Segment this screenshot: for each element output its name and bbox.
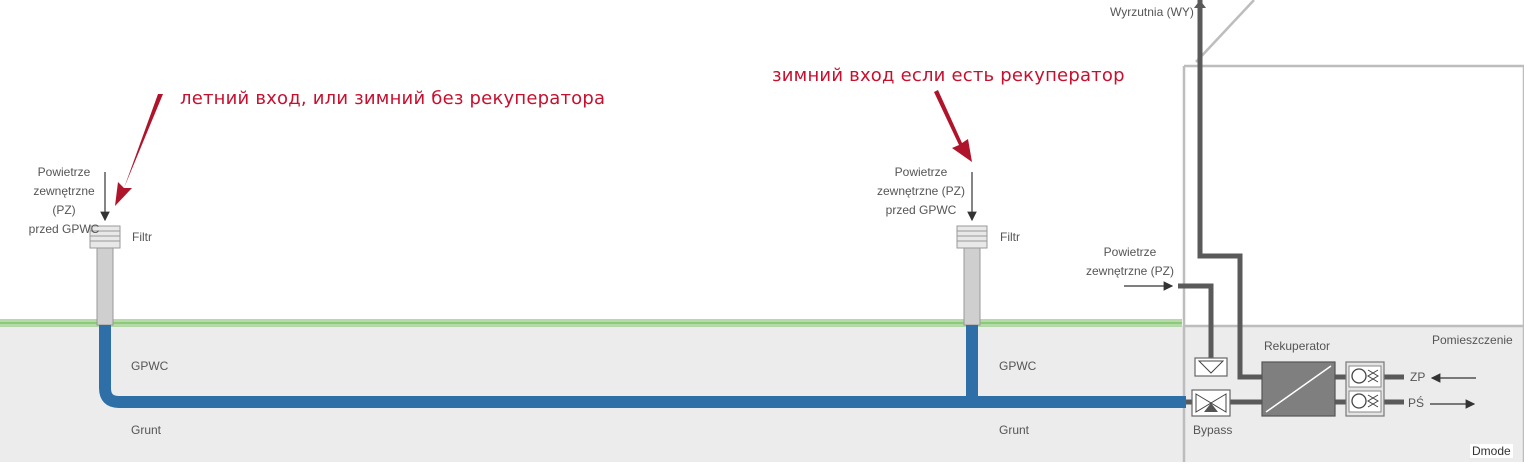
- right-gpwc-label: GPWC: [999, 359, 1037, 373]
- left-filter-label: Filtr: [132, 230, 152, 244]
- bypass-label: Bypass: [1193, 423, 1233, 437]
- exhaust-arrow: [1194, 0, 1206, 8]
- ventilation-ducts: [1178, 0, 1404, 405]
- winter-inlet-annotation: зимний вход если есть рекуператор: [772, 65, 1125, 86]
- bypass-box: [1191, 389, 1231, 417]
- exhaust-label: Wyrzutnia (WY): [1110, 5, 1194, 19]
- right-filter-label: Filtr: [1000, 230, 1020, 244]
- right-filter-icon: [956, 225, 988, 249]
- damper-box: [1194, 357, 1228, 377]
- watermark: Dmode: [1470, 444, 1513, 458]
- left-outdoor-air-label: Powietrze zewnętrzne (PZ) przed GPWC: [28, 165, 100, 236]
- recuperator-label: Rekuperator: [1264, 339, 1331, 353]
- outdoor-air-label: Powietrze zewnętrzne (PZ): [1085, 245, 1175, 278]
- winter-annotation-arrow: [934, 90, 972, 162]
- right-outdoor-air-label: Powietrze zewnętrzne (PZ) przed GPWC: [876, 165, 966, 217]
- recuperator-unit: [1261, 361, 1336, 417]
- zp-label: ZP: [1410, 370, 1426, 384]
- left-gpwc-label: GPWC: [131, 359, 169, 373]
- ps-label: PŚ: [1408, 396, 1425, 410]
- fan-block: [1345, 361, 1385, 417]
- left-ground-label: Grunt: [131, 423, 162, 437]
- left-filter-icon: [89, 225, 121, 249]
- summer-annotation-arrow: [115, 94, 163, 206]
- left-intake-pipe: [96, 246, 114, 326]
- right-intake-pipe: [963, 246, 981, 326]
- room-label: Pomieszczenie: [1432, 333, 1513, 347]
- right-ground-label: Grunt: [999, 423, 1030, 437]
- gpwc-pipe: [99, 325, 1186, 408]
- summer-inlet-annotation: летний вход, или зимний без рекуператора: [180, 88, 606, 109]
